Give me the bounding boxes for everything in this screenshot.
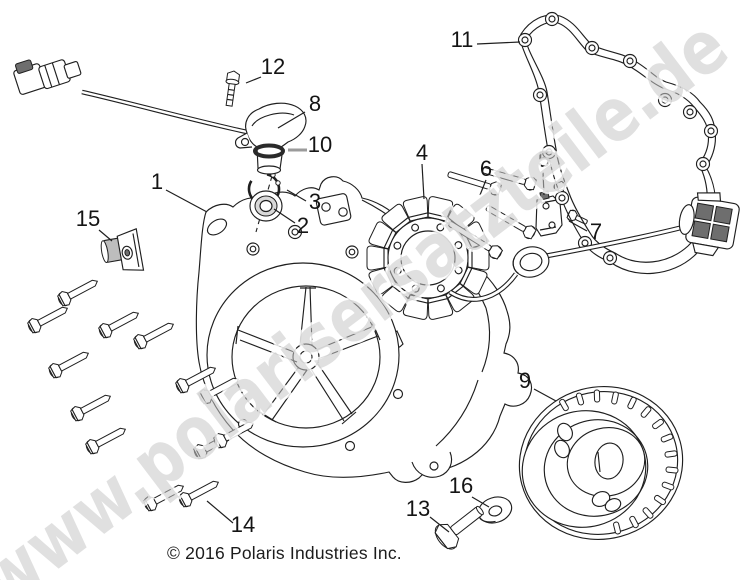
sensor-wire-connector [13,59,248,135]
part-flywheel-bolt [434,505,484,550]
part-flywheel [518,386,684,540]
part-sensor [234,102,307,175]
callout-labels: 1 2 3 4 5 6 7 8 9 10 11 12 13 14 15 16 [76,27,602,537]
callout-16: 16 [449,473,473,498]
part-bearing [249,190,283,222]
callout-1: 1 [151,169,163,194]
callout-9: 9 [519,368,531,393]
stator-harness [448,192,740,302]
callout-5: 5 [538,147,550,172]
callout-4: 4 [416,140,428,165]
harness-connector [678,192,740,257]
harness-grommet [512,246,550,278]
callout-10: 10 [308,132,332,157]
callout-8: 8 [309,91,321,116]
part-sensor-bolt [225,70,241,107]
callout-11: 11 [451,27,474,52]
copyright-text: © 2016 Polaris Industries Inc. [167,543,402,563]
gasket-bolt-holes [517,11,719,266]
part-clamp [100,228,145,271]
callout-leader-lines [98,41,588,533]
callout-3: 3 [309,189,321,214]
callout-6: 6 [480,156,492,181]
callout-12: 12 [261,54,285,79]
callout-13: 13 [406,496,430,521]
part-bracket [535,190,563,237]
part-stator [366,195,490,321]
callout-7: 7 [590,219,602,244]
callout-15: 15 [76,206,100,231]
part-o-ring [253,143,285,159]
part-gasket [517,11,719,274]
callout-2: 2 [297,213,309,238]
callout-14: 14 [231,512,255,537]
